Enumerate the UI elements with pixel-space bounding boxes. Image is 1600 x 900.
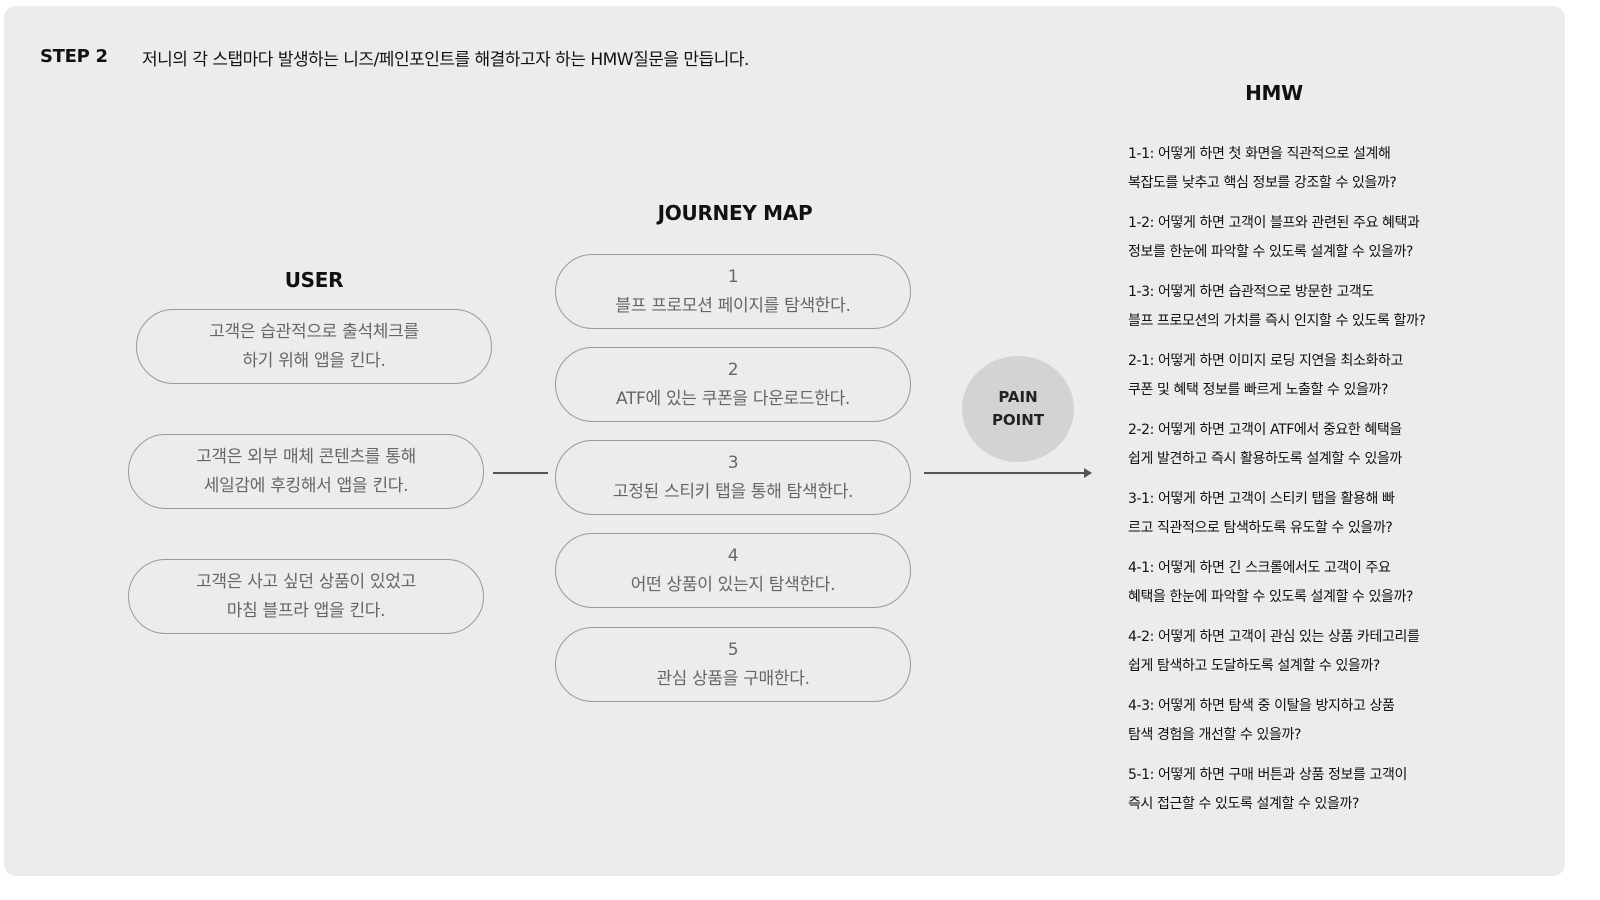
user-scenario-pill: 고객은 습관적으로 출석체크를 하기 위해 앱을 킨다. xyxy=(136,309,492,384)
hmw-question-line: 4-2: 어떻게 하면 고객이 관심 있는 상품 카테고리를 xyxy=(1128,629,1420,645)
hmw-question: 1-1: 어떻게 하면 첫 화면을 직관적으로 설계해 복잡도를 낮추고 핵심 … xyxy=(1128,140,1568,198)
hmw-question-line: 쉽게 탐색하고 도달하도록 설계할 수 있을까? xyxy=(1128,658,1380,674)
journey-step-text: 고정된 스티키 탭을 통해 탐색한다. xyxy=(612,481,854,502)
hmw-question-line: 1-3: 어떻게 하면 습관적으로 방문한 고객도 xyxy=(1128,284,1374,300)
step-description: 저니의 각 스탭마다 발생하는 니즈/페인포인트를 해결하고자 하는 HMW질문… xyxy=(142,50,749,70)
hmw-question-line: 혜택을 한눈에 파악할 수 있도록 설계할 수 있을까? xyxy=(1128,589,1413,605)
user-column-title: USER xyxy=(284,268,344,292)
hmw-question-line: 블프 프로모션의 가치를 즉시 인지할 수 있도록 할까? xyxy=(1128,313,1426,329)
hmw-question-line: 1-2: 어떻게 하면 고객이 블프와 관련된 주요 혜택과 xyxy=(1128,215,1420,231)
user-scenario-line: 고객은 외부 매체 콘텐츠를 통해 xyxy=(196,446,416,467)
journey-step-pill: 4 어떤 상품이 있는지 탐색한다. xyxy=(555,533,911,608)
hmw-question: 1-3: 어떻게 하면 습관적으로 방문한 고객도 블프 프로모션의 가치를 즉… xyxy=(1128,278,1568,336)
hmw-column-title: HMW xyxy=(1245,81,1303,105)
arrow-head-icon xyxy=(1084,468,1092,478)
hmw-question: 1-2: 어떻게 하면 고객이 블프와 관련된 주요 혜택과 정보를 한눈에 파… xyxy=(1128,209,1568,267)
hmw-question-line: 정보를 한눈에 파악할 수 있도록 설계할 수 있을까? xyxy=(1128,244,1413,260)
hmw-question-line: 4-3: 어떻게 하면 탐색 중 이탈을 방지하고 상품 xyxy=(1128,698,1395,714)
journey-to-hmw-arrow-line xyxy=(924,472,1088,474)
journey-column-title: JOURNEY MAP xyxy=(657,201,813,225)
user-scenario-pill: 고객은 외부 매체 콘텐츠를 통해 세일감에 후킹해서 앱을 킨다. xyxy=(128,434,484,509)
user-scenario-pill: 고객은 사고 싶던 상품이 있었고 마침 블프라 앱을 킨다. xyxy=(128,559,484,634)
user-scenario-line: 하기 위해 앱을 킨다. xyxy=(242,350,386,371)
journey-step-pill: 2 ATF에 있는 쿠폰을 다운로드한다. xyxy=(555,347,911,422)
hmw-question: 4-2: 어떻게 하면 고객이 관심 있는 상품 카테고리를 쉽게 탐색하고 도… xyxy=(1128,623,1568,681)
user-scenario-line: 고객은 사고 싶던 상품이 있었고 xyxy=(196,571,416,592)
journey-step-pill: 1 블프 프로모션 페이지를 탐색한다. xyxy=(555,254,911,329)
hmw-question: 2-1: 어떻게 하면 이미지 로딩 지연을 최소화하고 쿠폰 및 혜택 정보를… xyxy=(1128,347,1568,405)
hmw-question-list: 1-1: 어떻게 하면 첫 화면을 직관적으로 설계해 복잡도를 낮추고 핵심 … xyxy=(1128,140,1568,830)
journey-step-number: 2 xyxy=(727,359,739,380)
hmw-question-line: 5-1: 어떻게 하면 구매 버튼과 상품 정보를 고객이 xyxy=(1128,767,1407,783)
hmw-question: 4-1: 어떻게 하면 긴 스크롤에서도 고객이 주요 혜택을 한눈에 파악할 … xyxy=(1128,554,1568,612)
hmw-question: 4-3: 어떻게 하면 탐색 중 이탈을 방지하고 상품 탐색 경험을 개선할 … xyxy=(1128,692,1568,750)
hmw-question-line: 쿠폰 및 혜택 정보를 빠르게 노출할 수 있을까? xyxy=(1128,382,1389,398)
user-scenario-line: 마침 블프라 앱을 킨다. xyxy=(226,600,386,621)
hmw-question-line: 3-1: 어떻게 하면 고객이 스티키 탭을 활용해 빠 xyxy=(1128,491,1395,507)
journey-step-text: 어떤 상품이 있는지 탐색한다. xyxy=(630,574,836,595)
journey-step-text: 블프 프로모션 페이지를 탐색한다. xyxy=(615,295,851,316)
hmw-question: 2-2: 어떻게 하면 고객이 ATF에서 중요한 혜택을 쉽게 발견하고 즉시… xyxy=(1128,416,1568,474)
user-to-journey-connector xyxy=(493,472,548,474)
user-scenario-line: 세일감에 후킹해서 앱을 킨다. xyxy=(203,475,409,496)
hmw-question-line: 복잡도를 낮추고 핵심 정보를 강조할 수 있을까? xyxy=(1128,175,1397,191)
journey-step-pill: 3 고정된 스티키 탭을 통해 탐색한다. xyxy=(555,440,911,515)
journey-step-number: 3 xyxy=(727,452,739,473)
journey-step-text: 관심 상품을 구매한다. xyxy=(656,668,810,689)
hmw-question-line: 쉽게 발견하고 즉시 활용하도록 설계할 수 있을까 xyxy=(1128,451,1402,467)
journey-step-number: 1 xyxy=(727,266,739,287)
journey-step-number: 4 xyxy=(727,545,739,566)
step-label: STEP 2 xyxy=(40,46,108,67)
journey-step-text: ATF에 있는 쿠폰을 다운로드한다. xyxy=(615,388,851,409)
diagram-panel: STEP 2 저니의 각 스탭마다 발생하는 니즈/페인포인트를 해결하고자 하… xyxy=(4,6,1565,876)
hmw-question-line: 2-1: 어떻게 하면 이미지 로딩 지연을 최소화하고 xyxy=(1128,353,1403,369)
hmw-question: 3-1: 어떻게 하면 고객이 스티키 탭을 활용해 빠 르고 직관적으로 탐색… xyxy=(1128,485,1568,543)
pain-point-circle: PAIN POINT xyxy=(962,356,1074,462)
hmw-question: 5-1: 어떻게 하면 구매 버튼과 상품 정보를 고객이 즉시 접근할 수 있… xyxy=(1128,761,1568,819)
pain-point-label: POINT xyxy=(991,411,1045,429)
hmw-question-line: 1-1: 어떻게 하면 첫 화면을 직관적으로 설계해 xyxy=(1128,146,1391,162)
hmw-question-line: 즉시 접근할 수 있도록 설계할 수 있을까? xyxy=(1128,796,1360,812)
hmw-question-line: 탐색 경험을 개선할 수 있을까? xyxy=(1128,727,1301,743)
hmw-question-line: 르고 직관적으로 탐색하도록 유도할 수 있을까? xyxy=(1128,520,1393,536)
user-scenario-line: 고객은 습관적으로 출석체크를 xyxy=(209,321,419,342)
journey-step-pill: 5 관심 상품을 구매한다. xyxy=(555,627,911,702)
hmw-question-line: 4-1: 어떻게 하면 긴 스크롤에서도 고객이 주요 xyxy=(1128,560,1391,576)
journey-step-number: 5 xyxy=(727,639,739,660)
hmw-question-line: 2-2: 어떻게 하면 고객이 ATF에서 중요한 혜택을 xyxy=(1128,422,1402,438)
pain-point-label: PAIN xyxy=(998,388,1038,406)
